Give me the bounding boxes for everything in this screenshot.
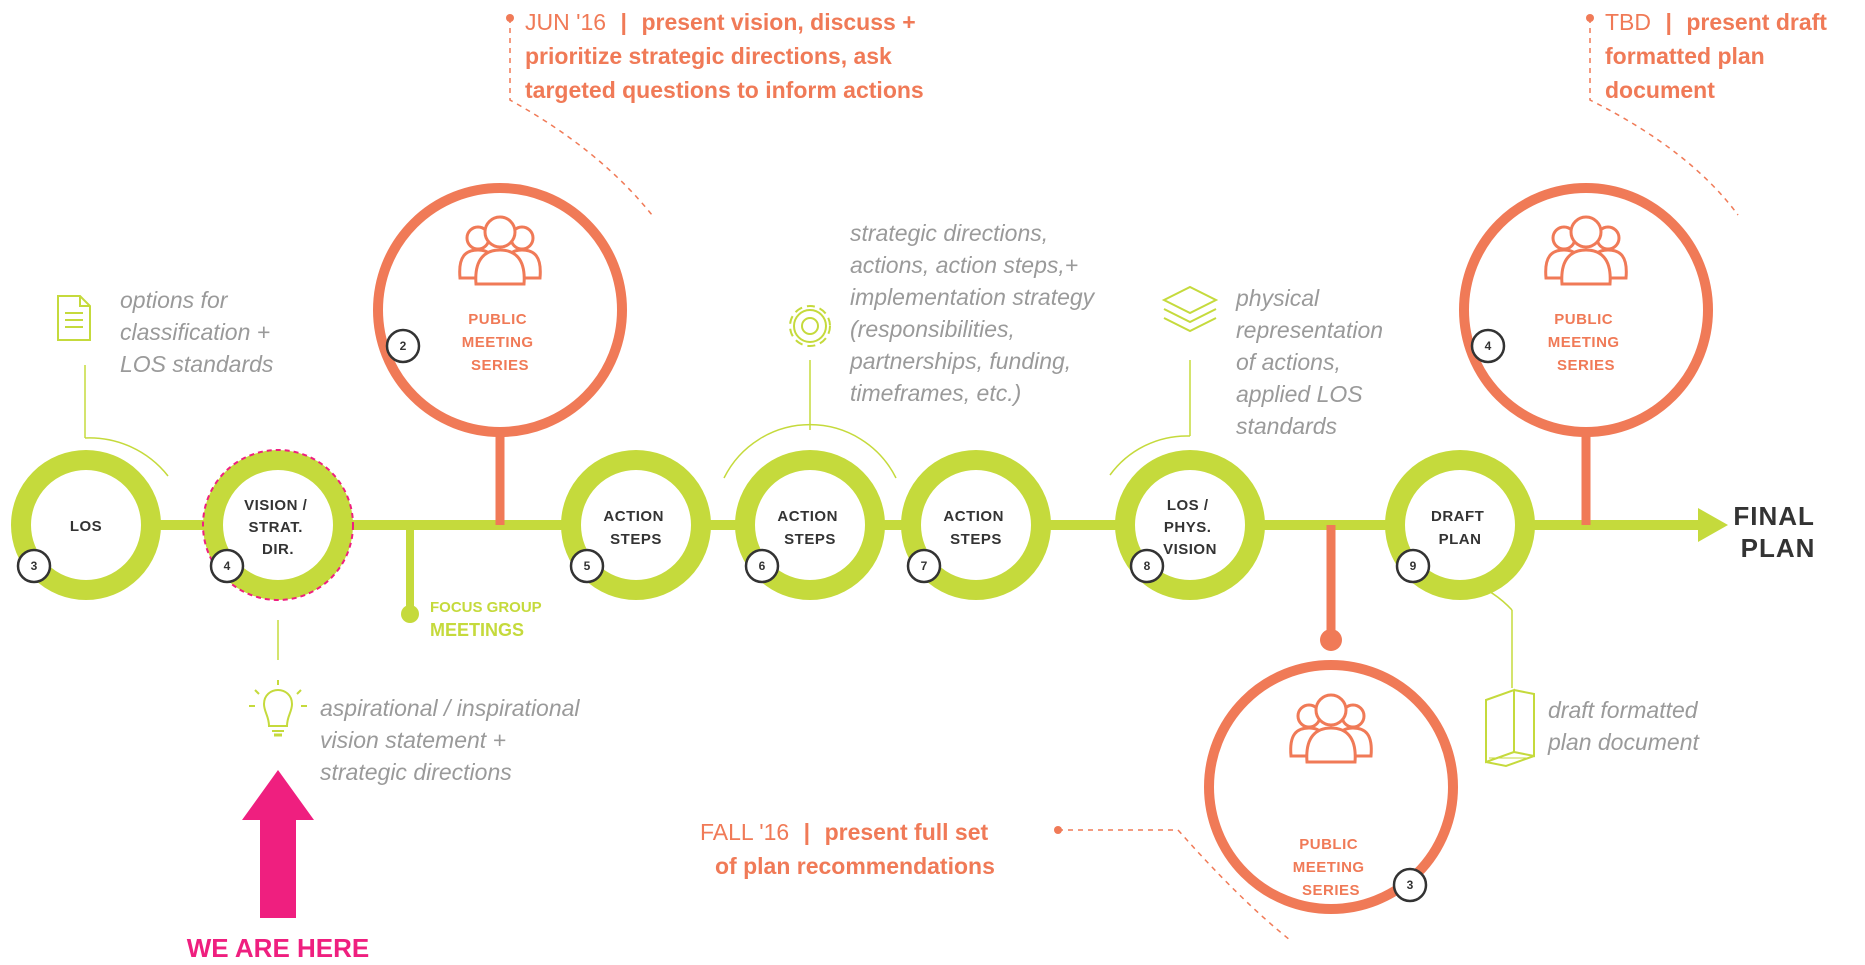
node-number: 6 [759,559,766,573]
svg-text:ACTION STEPS: ACTION STEPS [943,508,1008,548]
pm3-leader-dot [1054,826,1062,834]
node-number: 7 [921,559,928,573]
pm3-stem-dot [1320,629,1342,651]
svg-text:DRAFT PLAN: DRAFT PLAN [1431,508,1489,548]
node-vision: VISION / STRAT. DIR. 4 [202,449,354,601]
vision-note: aspirational / inspirational vision stat… [320,695,586,785]
node-number: 8 [1144,559,1151,573]
pm4-leader-dot [1586,14,1594,22]
action-note: strategic directions, actions, action st… [849,220,1101,406]
book-icon [1485,688,1535,768]
svg-text:LOS: LOS [70,518,102,535]
node-number: 4 [224,559,231,573]
node-number: 5 [584,559,591,573]
los-note: options for classification + LOS standar… [120,287,277,377]
physical-note-arc [1109,435,1191,476]
node-los: LOS 3 [11,450,161,600]
public-meeting-4: PUBLIC MEETING SERIES 4 [1459,183,1713,437]
fall16-note: FALL '16 | present full set of plan reco… [700,819,995,879]
pm4-number: 4 [1485,339,1492,353]
current-stage-highlight [202,449,354,601]
final-plan-label: FINAL PLAN [1733,501,1822,563]
pm2-dashed-leader [509,18,653,216]
node-draft-plan: DRAFT PLAN 9 [1385,450,1535,600]
pm2-leader-dot [506,14,514,22]
node-number: 3 [31,559,38,573]
svg-text:VISION / STRAT. DI: VISION / STRAT. DIR. [244,497,312,558]
gear-icon [789,305,831,347]
node-action-steps-6: ACTION STEPS 6 [735,450,885,600]
node-action-steps-7: ACTION STEPS 7 [901,450,1051,600]
timeline-arrowhead [1698,508,1728,542]
svg-text:PUBLIC MEETING SER: PUBLIC MEETING SERIES [462,311,539,374]
node-number: 9 [1410,559,1417,573]
los-note-arc [84,437,169,477]
svg-text:ACTION STEPS: ACTION STEPS [603,508,668,548]
lightbulb-icon [249,680,307,737]
layers-icon [1161,285,1219,333]
pm3-number: 3 [1407,878,1414,892]
public-meeting-3: PUBLIC MEETING SERIES 3 [1204,660,1458,914]
public-meeting-2: PUBLIC MEETING SERIES 2 [373,183,627,437]
node-los-phys-vision: LOS / PHYS. VISION 8 [1115,450,1265,600]
focus-group-dot [401,605,419,623]
svg-text:PUBLIC MEETING SER: PUBLIC MEETING SERIES [1293,836,1370,899]
tbd-note: TBD | present draft formatted plan docum… [1605,9,1831,103]
physical-note: physical representation of actions, appl… [1235,285,1389,439]
draft-note: draft formatted plan document [1547,697,1704,755]
we-are-here-label: WE ARE HERE [187,933,370,963]
svg-text:ACTION STEPS: ACTION STEPS [777,508,842,548]
we-are-here-arrow [242,770,314,918]
document-icon [57,295,91,341]
pm2-number: 2 [400,339,407,353]
svg-text:LOS / PHYS. VISION: LOS / PHYS. VISION [1163,497,1217,558]
focus-group-label: FOCUS GROUP MEETINGS [430,599,546,640]
jun16-note: JUN '16 | present vision, discuss + prio… [525,9,924,103]
node-action-steps-5: ACTION STEPS 5 [561,450,711,600]
svg-text:PUBLIC MEETING SER: PUBLIC MEETING SERIES [1548,311,1625,374]
